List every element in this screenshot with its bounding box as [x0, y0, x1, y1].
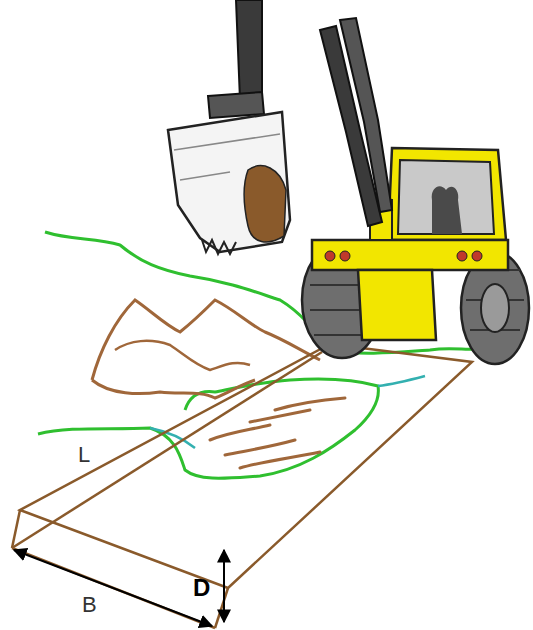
- water-line: [378, 376, 425, 386]
- bucket-teeth: [202, 240, 236, 254]
- dimension-label: B: [82, 594, 97, 616]
- tail-light: [472, 251, 482, 261]
- dipper-arm: [236, 0, 262, 100]
- boom-arm: [340, 18, 392, 212]
- spoil-heap: [92, 380, 255, 398]
- dimension-label: D: [193, 576, 210, 600]
- operator: [432, 186, 462, 234]
- bucket-link: [208, 92, 264, 118]
- depth-arrow: [223, 550, 225, 622]
- terrain-line: [45, 232, 330, 350]
- spoil-heap: [115, 341, 250, 370]
- trench-mud: [210, 398, 345, 468]
- trench-edge: [215, 588, 228, 628]
- cab: [388, 148, 506, 240]
- tail-light: [457, 251, 467, 261]
- trench-bottom-edge: [12, 548, 215, 628]
- trench-edge: [12, 352, 322, 548]
- tail-light: [325, 251, 335, 261]
- body-panel: [312, 240, 508, 270]
- dimension-label: L: [78, 444, 90, 466]
- width-arrow: [14, 550, 212, 626]
- cab-window: [398, 160, 494, 234]
- bucket-dirt: [244, 166, 286, 242]
- lower-housing: [358, 270, 436, 340]
- bucket: [168, 112, 290, 252]
- trench-outline: [12, 344, 472, 628]
- tail-light: [340, 251, 350, 261]
- excavator: [168, 0, 529, 364]
- trench-top: [20, 344, 472, 588]
- water-outline: [38, 379, 378, 478]
- wheel-hub: [481, 284, 509, 332]
